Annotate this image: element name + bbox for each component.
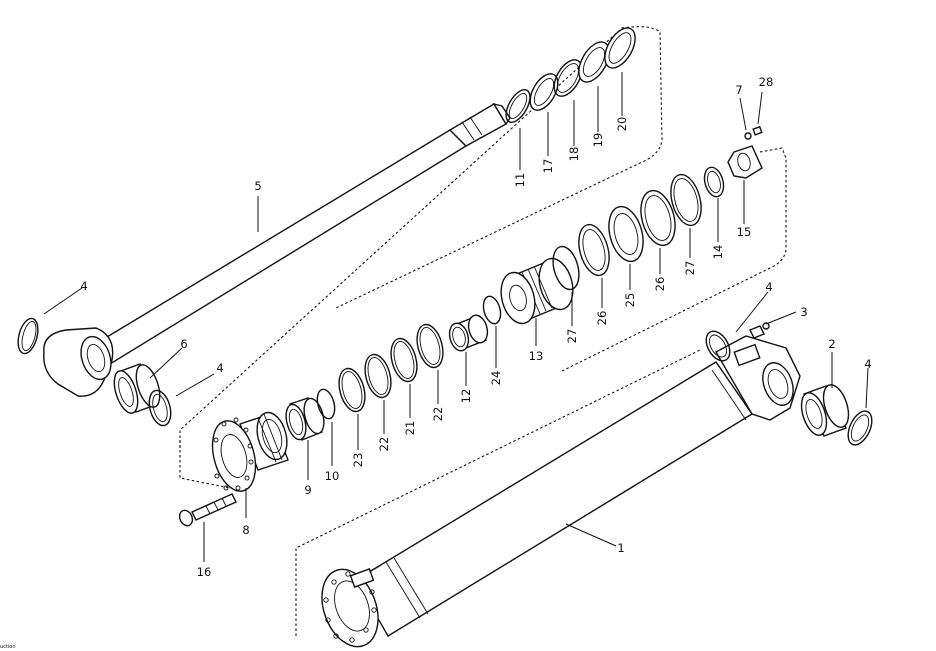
cylinder-tube	[321, 335, 801, 648]
snap-ring-rod-right	[148, 389, 172, 427]
callout-26: 26	[653, 277, 667, 292]
callout-25: 25	[623, 293, 637, 308]
callout-6: 6	[180, 337, 187, 351]
piston-assembly-dashed-outline	[179, 147, 787, 489]
callout-8: 8	[242, 523, 249, 537]
callout-23: 23	[351, 453, 365, 468]
callout-11: 11	[513, 173, 527, 188]
rod-assembly-dashed-outline	[179, 26, 663, 448]
snap-ring-tube-top	[705, 330, 731, 362]
callout-13: 13	[529, 349, 544, 363]
callout-19: 19	[591, 133, 605, 148]
grease-fitting	[749, 322, 770, 339]
callout-14: 14	[711, 245, 725, 260]
callout-27: 27	[565, 329, 579, 344]
callout-4: 4	[216, 361, 223, 375]
cylinder-head	[211, 411, 289, 492]
callout-24: 24	[489, 371, 503, 386]
callout-22: 22	[377, 437, 391, 452]
callout-12: 12	[459, 389, 473, 404]
head-bolt	[178, 493, 237, 527]
head-bushing	[285, 397, 325, 441]
callout-15: 15	[737, 225, 752, 239]
callout-3: 3	[800, 305, 807, 319]
callout-28: 28	[759, 75, 774, 89]
piston-seal-rings	[552, 173, 702, 291]
washer-14	[703, 166, 725, 198]
rod-end-seal-set	[505, 27, 636, 123]
callout-16: 16	[197, 565, 212, 579]
callout-7: 7	[735, 83, 742, 97]
callout-10: 10	[325, 469, 340, 483]
snap-ring-tube-right	[847, 410, 873, 446]
callout-20: 20	[615, 117, 629, 132]
callout-4: 4	[80, 279, 87, 293]
o-ring-24	[482, 295, 502, 325]
callout-22: 22	[431, 407, 445, 422]
callout-18: 18	[567, 147, 581, 162]
callout-21: 21	[403, 421, 417, 436]
snap-ring-rod-left	[17, 317, 39, 355]
callout-26: 26	[595, 311, 609, 326]
callout-5: 5	[254, 179, 261, 193]
steel-ball-7	[744, 132, 752, 140]
callout-labels: 1 2 3 4 4 4 4 5 6 7 8 9 10 11 12 13 14 1…	[80, 75, 871, 579]
piston	[500, 257, 574, 325]
spacer	[448, 314, 489, 352]
callout-2: 2	[828, 337, 835, 351]
rod-eye-bushing	[113, 363, 161, 414]
callout-leader-lines	[43, 72, 869, 562]
piston-nut	[727, 145, 763, 179]
set-screw-28	[752, 125, 763, 136]
piston-rod	[43, 102, 511, 397]
tube-bushing	[800, 384, 850, 437]
callout-1: 1	[617, 541, 624, 555]
callout-4: 4	[864, 357, 871, 371]
callout-4: 4	[765, 280, 772, 294]
callout-9: 9	[304, 483, 311, 497]
callout-27: 27	[683, 261, 697, 276]
callout-17: 17	[541, 159, 555, 174]
head-seal-rings	[316, 323, 444, 420]
footer-fragment: uction	[0, 644, 16, 650]
